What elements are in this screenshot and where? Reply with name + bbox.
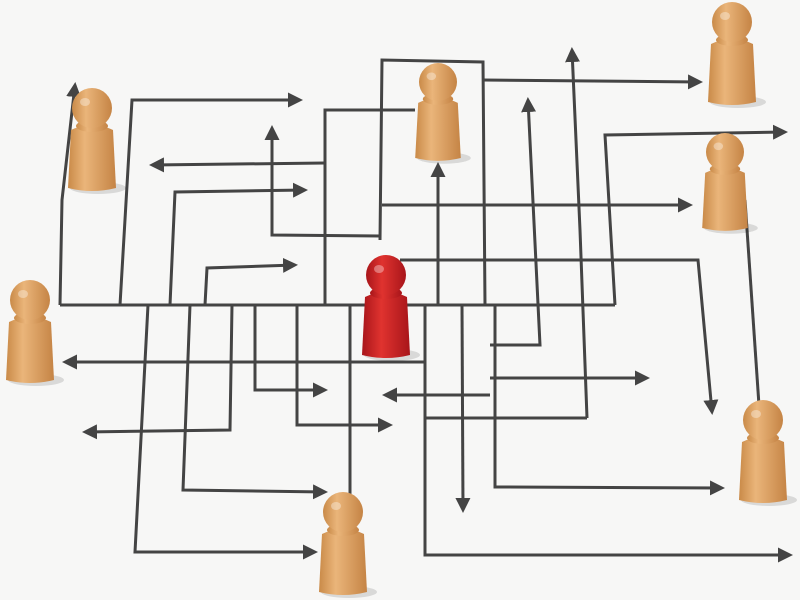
arrow-line [490,97,542,347]
arrow-line [203,257,298,306]
connector-line [378,58,487,306]
wooden-pawn-figure [415,63,471,164]
arrow-line [58,82,82,306]
arrow-line [149,157,326,173]
arrow-line [168,182,308,306]
wooden-pawn-figure [708,2,766,108]
arrow-line [493,305,725,496]
arrow-line [482,74,703,90]
arrow-line [400,258,719,415]
arrow-line [118,92,303,306]
arrow-line [133,304,318,560]
wooden-pawn-figure [702,133,758,234]
connector-line [323,108,415,305]
wooden-pawn-figure [739,400,797,506]
arrow-line [82,304,234,440]
arrow-line [423,305,793,563]
wooden-pawn-figure [68,88,126,194]
wooden-pawn-figure [6,280,64,386]
arrow-line [455,304,471,513]
wooden-pawn-figure [319,492,377,598]
red-leader-figure [362,255,420,361]
arrow-line [565,47,589,419]
arrow-line [295,305,393,433]
figures [6,2,797,598]
arrow-lines [58,47,793,563]
arrow-line [603,124,788,306]
arrow-line [253,305,328,398]
connector-line [743,199,762,421]
arrow-line [181,304,328,500]
